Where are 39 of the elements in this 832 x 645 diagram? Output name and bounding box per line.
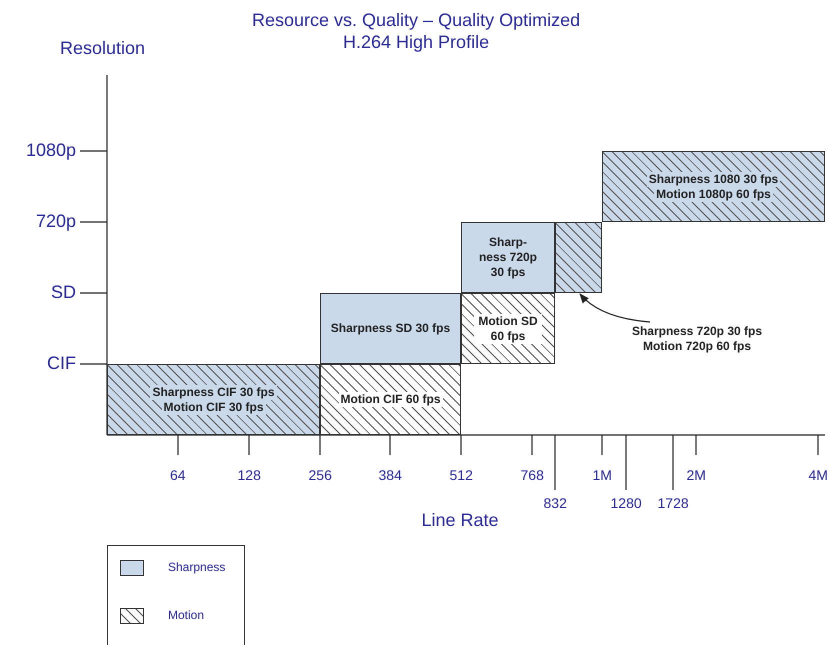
block-label: Sharpness SD 30 fps xyxy=(328,321,452,336)
block-label: Sharpness 1080 30 fps xyxy=(646,172,780,186)
axis-title: Resolution xyxy=(60,38,146,59)
leader-arrow xyxy=(579,293,650,323)
tick-label: 1080p xyxy=(26,140,76,161)
legend-label: Sharpness xyxy=(168,560,226,574)
shaded-hatched-block xyxy=(107,364,320,435)
shaded-hatched-block xyxy=(555,222,602,293)
hatched-block xyxy=(461,293,555,364)
tick-label: 1728 xyxy=(658,495,689,511)
tick-label: SD xyxy=(51,282,76,303)
shaded-block xyxy=(461,222,555,293)
block-label: Motion CIF 60 fps xyxy=(338,392,442,407)
axis-title: Line Rate xyxy=(422,510,499,531)
tick-label: 2M xyxy=(686,467,706,483)
chart-subtitle: H.264 High Profile xyxy=(343,32,490,53)
block-label: Motion CIF 30 fps xyxy=(162,400,266,414)
block-label: Motion 720p 60 fps xyxy=(642,339,752,354)
tick-label: 128 xyxy=(238,467,261,483)
block-label: Motion 1080p 60 fps xyxy=(654,186,773,202)
shaded-hatched-block xyxy=(602,151,825,222)
tick-label: 768 xyxy=(520,467,544,483)
legend-label: Motion xyxy=(168,608,204,622)
tick-label: 384 xyxy=(378,467,402,483)
tick-label: 720p xyxy=(36,211,76,232)
block-label: Motion SD 60 fps xyxy=(474,314,542,344)
tick-label: 832 xyxy=(544,495,567,511)
hatched-block xyxy=(320,364,461,435)
tick-label: 64 xyxy=(170,467,186,483)
block-label: Sharpness CIF 30 fps xyxy=(150,384,277,400)
tick-label: 512 xyxy=(450,467,473,483)
tick-label: 4M xyxy=(808,467,828,483)
block-label: Sharpness 720p 30 fps xyxy=(632,324,762,339)
tick-label: CIF xyxy=(47,353,76,374)
chart-title: Resource vs. Quality – Quality Optimized xyxy=(252,10,580,31)
shaded-block xyxy=(320,293,461,364)
tick-label: 1M xyxy=(592,467,612,483)
tick-label: 256 xyxy=(308,467,332,483)
tick-label: 1280 xyxy=(610,495,642,511)
